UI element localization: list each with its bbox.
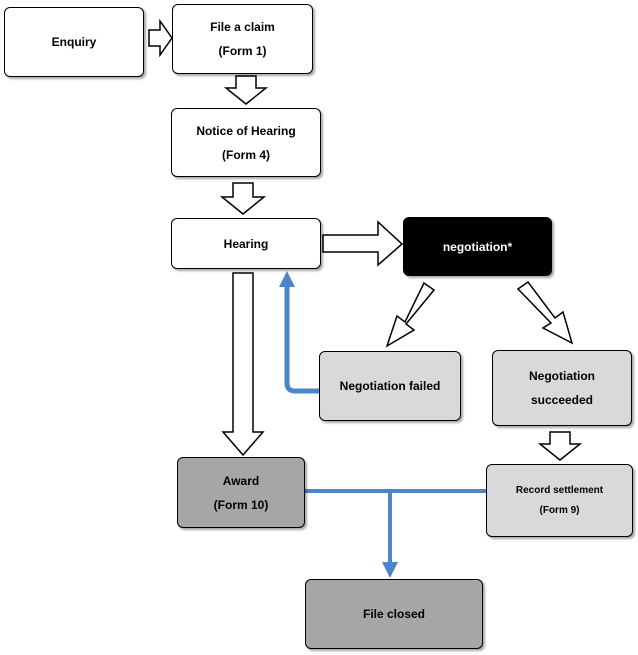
node-file-closed-label: File closed	[362, 607, 426, 621]
node-record-settlement-label: Record settlement	[515, 484, 604, 496]
node-negotiation-succeeded-label: Negotiation	[529, 369, 595, 383]
node-notice-form: (Form 4)	[222, 147, 270, 162]
node-award-form: (Form 10)	[213, 497, 269, 512]
node-record-settlement: Record settlement (Form 9)	[486, 464, 633, 537]
node-negotiation: negotiation*	[403, 217, 552, 276]
arrow-hearing-to-award	[221, 272, 265, 457]
node-negotiation-failed: Negotiation failed	[319, 351, 461, 421]
arrow-hearing-to-negotiation	[322, 220, 404, 267]
arrow-negotiation-to-succeeded	[516, 280, 574, 345]
arrow-enquiry-to-claim	[148, 18, 173, 58]
node-notice-label: Notice of Hearing	[196, 123, 296, 138]
node-negotiation-succeeded-label2: succeeded	[530, 393, 594, 407]
node-file-claim-form: (Form 1)	[218, 44, 267, 58]
node-hearing: Hearing	[171, 218, 321, 269]
node-file-claim: File a claim (Form 1)	[172, 4, 313, 74]
node-file-closed: File closed	[305, 579, 483, 649]
blue-arrowhead-to-hearing	[279, 271, 295, 287]
arrow-negotiation-to-failed	[385, 281, 436, 348]
node-enquiry: Enquiry	[4, 7, 144, 77]
arrow-claim-to-notice	[223, 75, 269, 105]
node-award-label: Award	[222, 473, 260, 488]
node-award: Award (Form 10)	[177, 457, 305, 528]
node-notice-of-hearing: Notice of Hearing (Form 4)	[171, 108, 321, 177]
node-enquiry-label: Enquiry	[51, 35, 97, 49]
node-negotiation-succeeded: Negotiation succeeded	[492, 350, 632, 426]
blue-arrowhead-to-file-closed	[382, 562, 398, 578]
node-record-settlement-form: (Form 9)	[539, 504, 580, 516]
node-hearing-label: Hearing	[223, 236, 269, 251]
blue-connector-failed-to-hearing	[284, 286, 320, 394]
node-negotiation-failed-label: Negotiation failed	[339, 379, 441, 393]
node-file-claim-label: File a claim	[210, 20, 275, 34]
arrow-notice-to-hearing	[219, 182, 267, 215]
node-negotiation-label: negotiation*	[442, 239, 513, 254]
arrow-succeeded-to-record	[537, 431, 583, 461]
